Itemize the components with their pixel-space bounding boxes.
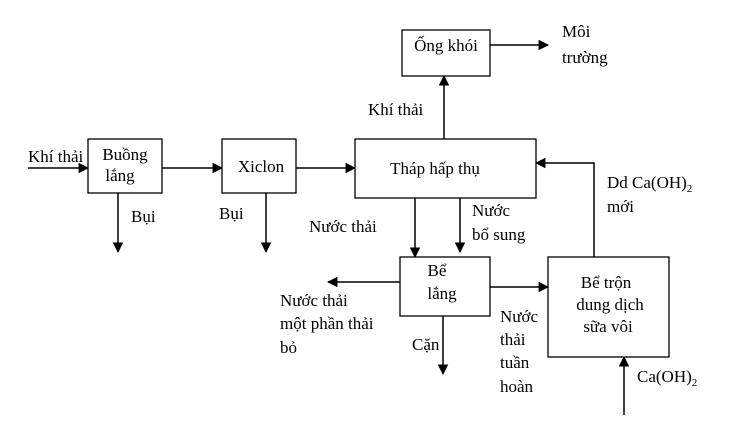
label-dd-caoh2-main: Dd Ca(OH) (607, 173, 687, 192)
label-bui-1: Bụi (131, 207, 156, 226)
label-nuoc-thai-tuan-hoan-4: hoàn (500, 377, 534, 396)
node-ong-khoi: Ống khói (401, 29, 491, 77)
label-caoh2-main: Ca(OH) (637, 367, 692, 386)
node-ong-khoi-label: Ống khói (414, 36, 478, 55)
label-nuoc-thai-bo-3: bỏ (280, 338, 297, 357)
node-be-tron: Bể trộn dung dịch sữa vôi (547, 256, 670, 358)
label-nuoc-thai-bo-2: một phần thải (280, 314, 374, 333)
label-nuoc-thai-tuan-hoan-2: thải (500, 330, 526, 349)
node-xiclon: Xiclon (221, 138, 297, 194)
label-moi-truong-1: Môi (562, 22, 591, 41)
node-thap-hap-thu: Tháp hấp thụ (354, 138, 537, 199)
node-be-lang: Bể lắng (399, 256, 491, 317)
label-caoh2: Ca(OH)2 (637, 367, 697, 389)
node-buong-lang-line2: lắng (105, 166, 135, 185)
edges (28, 39, 630, 415)
label-nuoc-thai-tuan-hoan-3: tuần (500, 353, 530, 372)
label-dd-caoh2-sub: 2 (687, 183, 693, 195)
labels: Khí thải Bụi Bụi Khí thải Môi trường Nướ… (28, 22, 697, 396)
node-buong-lang-line1: Buồng (102, 145, 148, 164)
node-be-tron-line1: Bể trộn (581, 273, 632, 292)
label-dd-caoh2-line2: mới (607, 197, 634, 216)
label-nuoc-bo-sung-2: bổ sung (472, 225, 526, 244)
label-nuoc-thai-bo-1: Nước thải (280, 291, 348, 310)
label-moi-truong-2: trường (562, 48, 608, 67)
label-dd-caoh2-line1: Dd Ca(OH)2 (607, 173, 692, 195)
node-xiclon-label: Xiclon (238, 157, 285, 176)
edge-be-tron-to-thap (534, 157, 595, 257)
node-buong-lang: Buồng lắng (87, 138, 163, 194)
label-khi-thai-in: Khí thải (28, 147, 84, 166)
label-bui-2: Bụi (219, 204, 244, 223)
label-nuoc-thai-tuan-hoan-1: Nước (500, 307, 538, 326)
node-be-lang-line2: lắng (427, 284, 457, 303)
label-nuoc-thai: Nước thải (309, 217, 377, 236)
node-be-lang-line1: Bể (428, 261, 447, 280)
label-nuoc-bo-sung-1: Nước (472, 201, 510, 220)
node-be-tron-line3: sữa vôi (583, 317, 633, 336)
label-can: Cặn (412, 335, 440, 354)
node-be-tron-line2: dung dịch (576, 295, 644, 314)
node-thap-hap-thu-label: Tháp hấp thụ (390, 159, 480, 178)
label-caoh2-sub: 2 (692, 377, 698, 389)
label-khi-thai-up: Khí thải (368, 100, 424, 119)
